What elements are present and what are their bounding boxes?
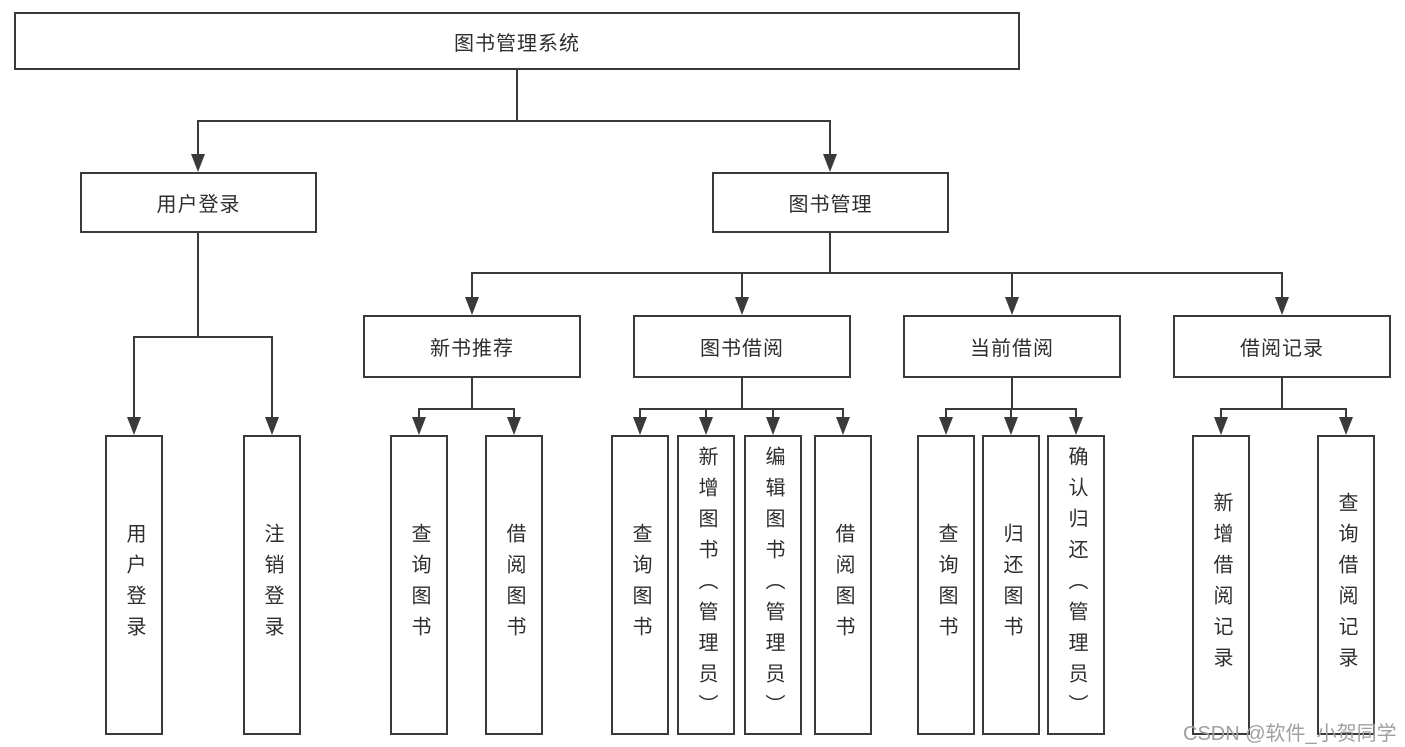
connector-stub xyxy=(133,336,135,419)
arrowhead-down xyxy=(1214,417,1228,435)
node-current-borrow: 当前借阅 xyxy=(903,315,1121,378)
leaf-query-borrow-record: 查询借阅记录 xyxy=(1317,435,1375,735)
leaf-return-book: 归还图书 xyxy=(982,435,1040,735)
leaf-query-book-borrow: 查询图书 xyxy=(611,435,669,735)
connector-stub xyxy=(418,408,420,419)
connector-stub xyxy=(705,408,707,419)
leaf-add-book-admin: 新增图书（管理员） xyxy=(677,435,735,735)
arrowhead-down xyxy=(633,417,647,435)
connector-stub xyxy=(772,408,774,419)
leaf-logout: 注销登录 xyxy=(243,435,301,735)
leaf-borrow-book-recommend: 借阅图书 xyxy=(485,435,543,735)
connector-stub xyxy=(271,336,273,419)
arrowhead-down xyxy=(699,417,713,435)
connector-root-bar xyxy=(197,120,831,122)
connector-bar xyxy=(471,272,1283,274)
connector-stub xyxy=(1345,408,1347,419)
arrowhead-down xyxy=(1069,417,1083,435)
arrowhead-down xyxy=(191,154,205,172)
connector-stub xyxy=(1220,408,1222,419)
leaf-query-book-recommend: 查询图书 xyxy=(390,435,448,735)
leaf-add-borrow-record: 新增借阅记录 xyxy=(1192,435,1250,735)
node-user-login: 用户登录 xyxy=(80,172,317,233)
connector-trunk xyxy=(741,378,743,408)
node-new-book-recommend: 新书推荐 xyxy=(363,315,581,378)
connector-stub xyxy=(1075,408,1077,419)
leaf-edit-book-admin: 编辑图书（管理员） xyxy=(744,435,802,735)
connector-stub xyxy=(197,120,199,156)
connector-trunk xyxy=(1011,378,1013,408)
connector-stub xyxy=(1010,408,1012,419)
connector-stub xyxy=(829,120,831,156)
leaf-query-book-current: 查询图书 xyxy=(917,435,975,735)
connector-bar xyxy=(639,408,844,410)
connector-stub xyxy=(945,408,947,419)
connector-stub xyxy=(741,272,743,299)
node-book-management: 图书管理 xyxy=(712,172,949,233)
connector-stub xyxy=(842,408,844,419)
arrowhead-down xyxy=(766,417,780,435)
connector-stub xyxy=(1281,272,1283,299)
leaf-user-login: 用户登录 xyxy=(105,435,163,735)
connector-bar xyxy=(418,408,515,410)
node-root-system: 图书管理系统 xyxy=(14,12,1020,70)
node-borrow-record: 借阅记录 xyxy=(1173,315,1391,378)
connector-stub xyxy=(1011,272,1013,299)
arrowhead-down xyxy=(127,417,141,435)
connector-trunk xyxy=(829,233,831,272)
connector-bar xyxy=(1220,408,1347,410)
watermark-text: CSDN @软件_小贺同学 xyxy=(1183,723,1397,745)
connector-trunk xyxy=(471,378,473,408)
arrowhead-down xyxy=(1005,297,1019,315)
connector-stub xyxy=(639,408,641,419)
arrowhead-down xyxy=(265,417,279,435)
arrowhead-down xyxy=(507,417,521,435)
connector-stub xyxy=(513,408,515,419)
arrowhead-down xyxy=(412,417,426,435)
connector-trunk xyxy=(1281,378,1283,408)
arrowhead-down xyxy=(836,417,850,435)
connector-root-trunk xyxy=(516,70,518,121)
connector-bar xyxy=(133,336,273,338)
arrowhead-down xyxy=(1339,417,1353,435)
leaf-confirm-return-admin: 确认归还（管理员） xyxy=(1047,435,1105,735)
arrowhead-down xyxy=(939,417,953,435)
arrowhead-down xyxy=(735,297,749,315)
leaf-borrow-book: 借阅图书 xyxy=(814,435,872,735)
arrowhead-down xyxy=(1275,297,1289,315)
arrowhead-down xyxy=(465,297,479,315)
connector-stub xyxy=(471,272,473,299)
connector-trunk xyxy=(197,233,199,336)
arrowhead-down xyxy=(823,154,837,172)
node-book-borrow: 图书借阅 xyxy=(633,315,851,378)
arrowhead-down xyxy=(1004,417,1018,435)
